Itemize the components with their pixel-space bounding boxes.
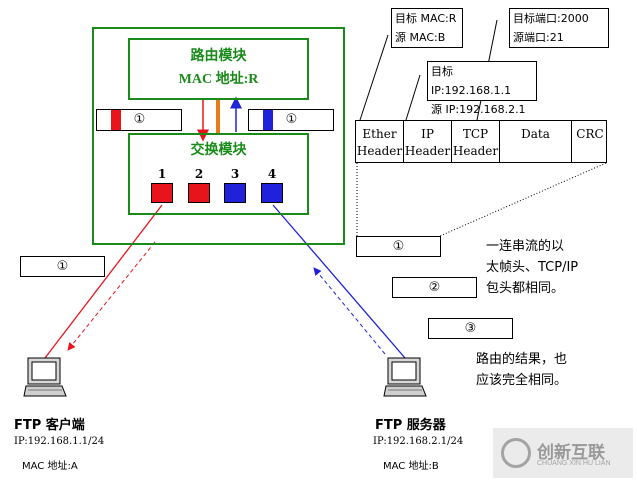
routing-module: 路由模块 MAC 地址:R — [128, 38, 309, 100]
client-computer-icon — [23, 357, 67, 397]
client-mac: MAC 地址:A — [22, 461, 78, 472]
left-packet: ① — [20, 256, 105, 277]
port-4 — [261, 183, 283, 203]
port-3 — [224, 183, 246, 203]
router-frame — [92, 27, 345, 245]
blue-link-line — [272, 204, 406, 359]
crc-cell: CRC — [576, 127, 604, 141]
red-link-line — [44, 204, 163, 359]
left-internal-packet: ① — [96, 109, 182, 131]
server-title: FTP 服务器 — [375, 418, 446, 433]
port-number-2: 2 — [194, 167, 204, 181]
port-number-4: 4 — [267, 167, 277, 181]
port-callout: 目标端口:2000 源端口:21 — [509, 8, 609, 48]
port-number-1: 1 — [157, 167, 167, 181]
client-ip: IP:192.168.1.1/24 — [14, 436, 105, 447]
packet-2: ② — [392, 277, 477, 298]
switch-module: 交换模块 — [128, 133, 309, 215]
mac-callout: 目标 MAC:R 源 MAC:B — [391, 8, 463, 48]
note-same-headers: 一连串流的以 太帧头、TCP/IP 包头都相同。 — [486, 239, 579, 296]
switch-module-title: 交换模块 — [190, 142, 247, 158]
note-same-routing: 路由的结果，也 应该完全相同。 — [476, 352, 568, 388]
packet-1: ① — [356, 236, 441, 257]
packet-3: ③ — [428, 318, 513, 339]
watermark: 创新互联 CHUANG XIN HU LIAN — [493, 428, 633, 478]
right-internal-packet: ① — [248, 109, 334, 131]
client-title: FTP 客户端 — [14, 418, 85, 433]
ip-callout: 目标 IP:192.168.1.1 源 IP:192.168.2.1 — [427, 61, 537, 116]
port-2 — [188, 183, 210, 203]
server-computer-icon — [383, 357, 427, 397]
data-cell: Data — [500, 121, 572, 162]
watermark-logo-icon — [501, 438, 531, 468]
port-1 — [151, 183, 173, 203]
red-dashed-arrow — [67, 241, 156, 351]
routing-module-title: 路由模块 — [190, 48, 247, 64]
blue-dashed-arrow — [313, 267, 386, 355]
server-ip: IP:192.168.2.1/24 — [373, 436, 464, 447]
router-mac: MAC 地址:R — [178, 72, 259, 87]
port-number-3: 3 — [230, 167, 240, 181]
server-mac: MAC 地址:B — [383, 461, 439, 472]
